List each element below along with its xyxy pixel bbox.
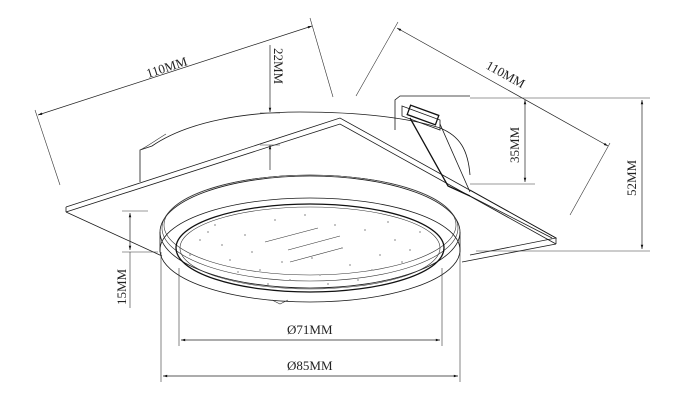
dim-total-height: 52MM — [476, 100, 650, 252]
dim-trim-height: 15MM — [114, 210, 158, 308]
label-22mm: 22MM — [271, 48, 286, 85]
label-110mm-left: 110MM — [144, 53, 189, 80]
dim-outer-diameter: Ø85MM — [160, 252, 461, 382]
label-110mm-right: 110MM — [484, 58, 529, 92]
dim-clip-height: 35MM — [470, 97, 650, 185]
label-15mm: 15MM — [114, 268, 129, 305]
dim-top-left-width: 110MM — [34, 17, 334, 186]
label-35mm: 35MM — [507, 126, 522, 163]
label-52mm: 52MM — [624, 159, 639, 196]
diffuser-texture — [189, 214, 421, 285]
dim-inner-diameter: Ø71MM — [178, 268, 443, 346]
dim-dome-height: 22MM — [260, 45, 286, 170]
dim-top-right-width: 110MM — [355, 21, 611, 216]
label-inner-diameter: Ø71MM — [287, 322, 333, 337]
label-outer-diameter: Ø85MM — [287, 358, 333, 373]
fixture-body — [65, 95, 558, 305]
